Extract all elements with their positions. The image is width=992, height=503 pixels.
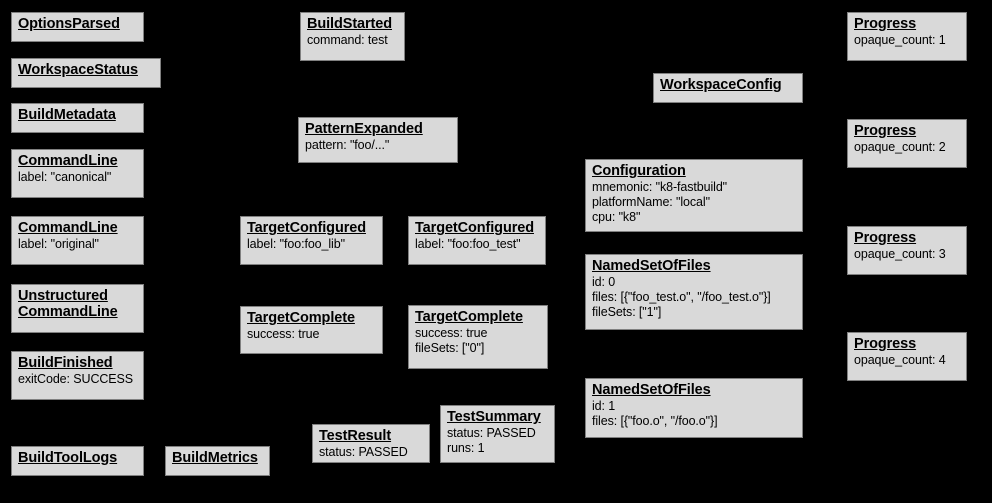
node-title: BuildFinished <box>18 355 113 371</box>
node-fields: command: test <box>307 33 388 47</box>
node-fields: label: "foo:foo_lib" <box>247 237 345 251</box>
node-title: BuildMetadata <box>18 107 116 123</box>
node-title: Progress <box>854 16 917 32</box>
node-title: CommandLine <box>18 220 118 236</box>
node-fields: label: "original" <box>18 237 99 251</box>
node-title: TestSummary <box>447 409 541 425</box>
node-options-parsed[interactable]: OptionsParsed <box>11 12 144 42</box>
node-fields: label: "foo:foo_test" <box>415 237 521 251</box>
node-title: NamedSetOfFiles <box>592 382 711 398</box>
node-fields: exitCode: SUCCESS <box>18 372 134 386</box>
node-build-metadata[interactable]: BuildMetadata <box>11 103 144 133</box>
node-fields: status: PASSED runs: 1 <box>447 426 536 455</box>
node-fields: mnemonic: "k8-fastbuild" platformName: "… <box>592 180 728 224</box>
node-title: Unstructured CommandLine <box>18 288 118 320</box>
node-fields: label: "canonical" <box>18 170 112 184</box>
node-title: Configuration <box>592 163 686 179</box>
node-title: WorkspaceConfig <box>660 77 782 93</box>
node-title: TargetComplete <box>247 310 355 326</box>
node-workspace-status[interactable]: WorkspaceStatus <box>11 58 161 88</box>
node-fields: opaque_count: 4 <box>854 353 946 367</box>
node-title: OptionsParsed <box>18 16 120 32</box>
node-title: BuildToolLogs <box>18 450 118 466</box>
node-fields: success: true fileSets: ["0"] <box>415 326 488 355</box>
node-title: PatternExpanded <box>305 121 423 137</box>
node-title: CommandLine <box>18 153 118 169</box>
node-workspace-config[interactable]: WorkspaceConfig <box>653 73 803 103</box>
node-title: BuildStarted <box>307 16 393 32</box>
node-title: TargetConfigured <box>415 220 534 236</box>
node-unstructured-command-line[interactable]: Unstructured CommandLine <box>11 284 144 333</box>
node-title: TestResult <box>319 428 392 444</box>
node-fields: success: true <box>247 327 320 341</box>
node-title: NamedSetOfFiles <box>592 258 711 274</box>
node-fields: opaque_count: 3 <box>854 247 946 261</box>
node-fields: pattern: "foo/..." <box>305 138 390 152</box>
node-title: BuildMetrics <box>172 450 258 466</box>
node-fields: id: 0 files: [{"foo_test.o", "/foo_test.… <box>592 275 771 319</box>
node-title: Progress <box>854 123 917 139</box>
node-title: TargetConfigured <box>247 220 366 236</box>
node-fields: opaque_count: 2 <box>854 140 946 154</box>
node-title: WorkspaceStatus <box>18 62 138 78</box>
node-fields: status: PASSED <box>319 445 408 459</box>
node-title: TargetComplete <box>415 309 523 325</box>
node-build-metrics[interactable]: BuildMetrics <box>165 446 270 476</box>
node-fields: id: 1 files: [{"foo.o", "/foo.o"}] <box>592 399 718 428</box>
node-title: Progress <box>854 336 917 352</box>
node-fields: opaque_count: 1 <box>854 33 946 47</box>
node-build-tool-logs[interactable]: BuildToolLogs <box>11 446 144 476</box>
node-title: Progress <box>854 230 917 246</box>
